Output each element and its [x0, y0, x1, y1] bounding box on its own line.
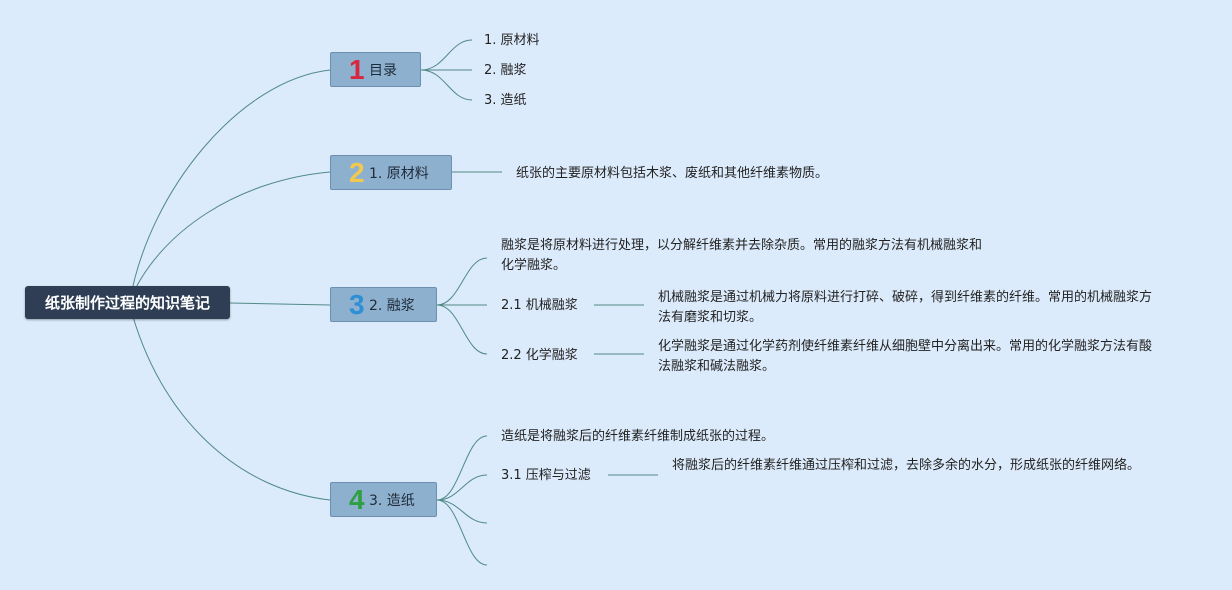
subtopic-mechanical-pulping[interactable]: 2.1 机械融浆: [501, 298, 578, 313]
branch-raw-materials-label: 1. 原材料: [369, 165, 429, 182]
papermaking-intro[interactable]: 造纸是将融浆后的纤维素纤维制成纸张的过程。: [501, 429, 775, 444]
mechanical-pulping-desc[interactable]: 机械融浆是通过机械力将原料进行打碎、破碎，得到纤维素的纤维。常用的机械融浆方法有…: [658, 290, 1153, 325]
branch-contents-label: 目录: [369, 62, 397, 79]
pressing-filtering-desc[interactable]: 将融浆后的纤维素纤维通过压榨和过滤，去除多余的水分，形成纸张的纤维网络。: [672, 458, 1141, 473]
pulping-intro[interactable]: 融浆是将原材料进行处理，以分解纤维素并去除杂质。常用的融浆方法有机械融浆和化学融…: [501, 238, 983, 273]
number-1-icon: 1: [349, 53, 365, 85]
branch-pulping[interactable]: 3 2. 融浆: [330, 287, 437, 322]
contents-item[interactable]: 1. 原材料: [484, 33, 540, 48]
branch-pulping-label: 2. 融浆: [369, 297, 415, 314]
branch-papermaking-label: 3. 造纸: [369, 492, 415, 509]
number-4-icon: 4: [349, 483, 365, 515]
contents-item[interactable]: 3. 造纸: [484, 93, 527, 108]
central-topic[interactable]: 纸张制作过程的知识笔记: [25, 286, 230, 319]
number-2-icon: 2: [349, 156, 365, 188]
number-3-icon: 3: [349, 288, 365, 320]
branch-raw-materials[interactable]: 2 1. 原材料: [330, 155, 452, 190]
raw-materials-note[interactable]: 纸张的主要原材料包括木浆、废纸和其他纤维素物质。: [516, 166, 829, 181]
branch-contents[interactable]: 1 目录: [330, 52, 421, 87]
chemical-pulping-desc[interactable]: 化学融浆是通过化学药剂使纤维素纤维从细胞壁中分离出来。常用的化学融浆方法有酸法融…: [658, 339, 1153, 374]
subtopic-chemical-pulping[interactable]: 2.2 化学融浆: [501, 348, 578, 363]
branch-papermaking[interactable]: 4 3. 造纸: [330, 482, 437, 517]
subtopic-pressing-filtering[interactable]: 3.1 压榨与过滤: [501, 468, 591, 483]
contents-item[interactable]: 2. 融浆: [484, 63, 527, 78]
